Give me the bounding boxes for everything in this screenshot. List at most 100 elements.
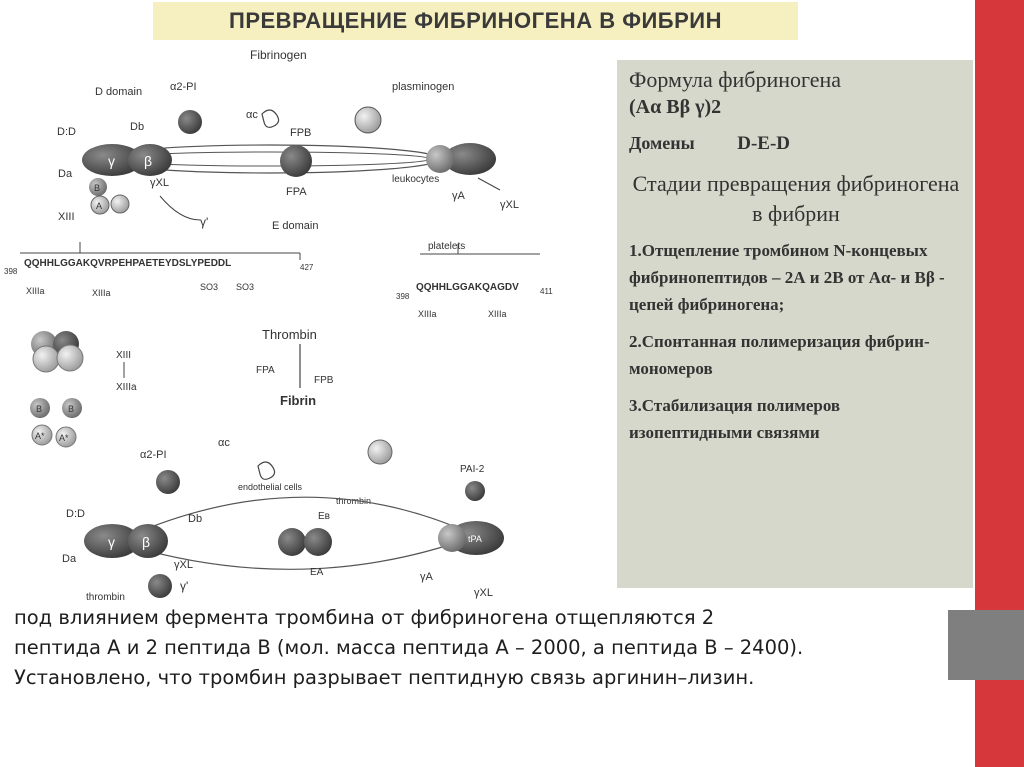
label-alpha-c: αc xyxy=(246,109,258,121)
fibrinogen-conversion-diagram: Fibrinogen D domain α2-PI αc plasminogen… xyxy=(4,48,553,603)
label-da-bottom: Da xyxy=(62,553,77,565)
formula-title: Формула фибриногена xyxy=(629,67,842,92)
label-a-mid-2: A* xyxy=(59,433,69,443)
alpha-c-loop xyxy=(261,109,280,128)
label-db: Db xyxy=(130,121,144,133)
cluster-node-3 xyxy=(32,345,60,373)
label-ea: EA xyxy=(310,567,324,578)
b-node-mid-1 xyxy=(30,398,50,418)
label-plasminogen: plasminogen xyxy=(392,81,454,93)
label-seq2: QQHHLGGAKQAGDV xyxy=(416,282,519,293)
slide-title: ПРЕВРАЩЕНИЕ ФИБРИНОГЕНА В ФИБРИН xyxy=(229,8,722,33)
pai2-node xyxy=(465,481,485,501)
label-gamma-prime-bottom: γ' xyxy=(180,579,188,593)
label-xiiia-2: XIIIa xyxy=(92,288,111,298)
label-xiii-mid: XIII xyxy=(116,350,131,361)
label-xiiia-3: XIIIa xyxy=(418,309,437,319)
seq1-bracket xyxy=(20,242,301,260)
label-da: Da xyxy=(58,168,73,180)
stages-title: Стадии превращения фибриногена в фибрин xyxy=(632,171,960,226)
label-b: B xyxy=(94,183,100,193)
a-node-mid-2 xyxy=(55,426,77,448)
b-node-mid-2 xyxy=(62,398,82,418)
label-e-domain: E domain xyxy=(272,220,318,232)
label-b-mid-1: B xyxy=(36,404,42,414)
caption-line: Установлено, что тромбин разрывает пепти… xyxy=(14,666,755,689)
domains-label: Домены xyxy=(629,133,695,153)
label-fibrin: Fibrin xyxy=(280,393,316,408)
label-seq1-end: 427 xyxy=(300,263,314,272)
d-domain-left-a xyxy=(82,144,142,176)
label-db-bottom: Db xyxy=(188,513,202,525)
label-xiiia-mid: XIIIa xyxy=(116,382,137,393)
label-beta: β xyxy=(144,153,152,169)
label-gamma-prime: γ' xyxy=(200,215,208,229)
domains-row: Домены D-E-D xyxy=(629,130,963,157)
plasminogen-bottom-node xyxy=(367,439,393,465)
label-fpb: FPB xyxy=(290,127,311,139)
label-thrombin-bottom: thrombin xyxy=(86,592,125,603)
label-gamma-a-bottom: γA xyxy=(420,571,434,583)
label-thrombin: Thrombin xyxy=(262,327,317,342)
d-domain-bottom-right-b xyxy=(438,524,466,552)
d-domain-right-b xyxy=(426,145,454,173)
label-d-domain: D domain xyxy=(95,86,142,98)
label-seq2-end: 411 xyxy=(540,287,553,296)
label-xiii: XIII xyxy=(58,211,75,223)
d-domain-bottom-left-a xyxy=(84,524,140,558)
label-so3-1: SO3 xyxy=(200,282,218,292)
a-node xyxy=(90,195,110,215)
d-domain-left-b xyxy=(128,144,172,176)
label-xiiia-1: XIIIa xyxy=(26,286,45,296)
alpha2pi-bottom-node xyxy=(156,470,180,494)
label-seq1-start: 398 xyxy=(4,267,18,276)
label-tpa: tPA xyxy=(468,534,482,544)
label-gamma: γ xyxy=(108,153,115,169)
label-gamma-xl-right: γXL xyxy=(500,199,519,211)
label-thrombin-bottom-top: thrombin xyxy=(336,496,371,506)
label-fpa-mid: FPA xyxy=(256,365,275,376)
label-beta-bottom: β xyxy=(142,534,150,550)
label-gamma-a: γA xyxy=(452,190,466,202)
domains-value: D-E-D xyxy=(737,133,790,154)
gamma-prime-curve xyxy=(159,195,201,221)
label-fpa: FPA xyxy=(286,186,307,198)
d-domain-right xyxy=(444,143,496,175)
cluster-node-4 xyxy=(56,344,84,372)
formula-value: (Aα Bβ γ)2 xyxy=(629,96,722,118)
label-a-mid-1: A* xyxy=(35,431,45,441)
e-domain-node xyxy=(280,145,312,177)
seq2-bracket xyxy=(420,244,540,255)
label-gamma-bottom: γ xyxy=(108,534,115,550)
label-dd-bottom: D:D xyxy=(66,508,85,520)
b-node xyxy=(89,178,107,196)
a-node-2 xyxy=(110,194,130,214)
thrombin-bottom-node xyxy=(148,574,172,598)
e-node-bottom-1 xyxy=(278,528,306,556)
label-fibrinogen: Fibrinogen xyxy=(250,48,307,62)
a-node-mid-1 xyxy=(31,424,53,446)
label-seq2-start: 398 xyxy=(396,292,410,301)
label-platelets: platelets xyxy=(428,241,465,252)
fibrin-chain-bottom xyxy=(119,537,471,570)
label-fpb-mid: FPB xyxy=(314,375,334,386)
caption-line: под влиянием фермента тромбина от фибрин… xyxy=(14,606,715,629)
label-pai2: PAI-2 xyxy=(460,464,485,475)
label-gamma-xl-bottom-right: γXL xyxy=(474,587,493,599)
e-node-bottom-2 xyxy=(304,528,332,556)
label-dd: D:D xyxy=(57,126,76,138)
d-domain-bottom-left-b xyxy=(128,524,168,558)
label-alpha2pi: α2-PI xyxy=(170,81,197,93)
fibrin-chain-top xyxy=(119,496,471,541)
label-gamma-xl-bottom: γXL xyxy=(174,559,193,571)
caption-line: пептида А и 2 пептида В (мол. масса пепт… xyxy=(14,636,804,659)
stage-item: 2.Спонтанная полимеризация фибрин-мономе… xyxy=(629,332,930,378)
slide-title-bar: ПРЕВРАЩЕНИЕ ФИБРИНОГЕНА В ФИБРИН xyxy=(153,2,798,40)
alpha-c-bottom-loop xyxy=(257,461,276,480)
stage-item: 3.Стабилизация полимеров изопептидными с… xyxy=(629,396,841,442)
label-xiiia-4: XIIIa xyxy=(488,309,507,319)
label-so3-2: SO3 xyxy=(236,282,254,292)
label-a: A xyxy=(96,201,102,211)
stage-item: 1.Отщепление тромбином N-концевых фибрин… xyxy=(629,241,945,314)
alpha2pi-node xyxy=(178,110,202,134)
